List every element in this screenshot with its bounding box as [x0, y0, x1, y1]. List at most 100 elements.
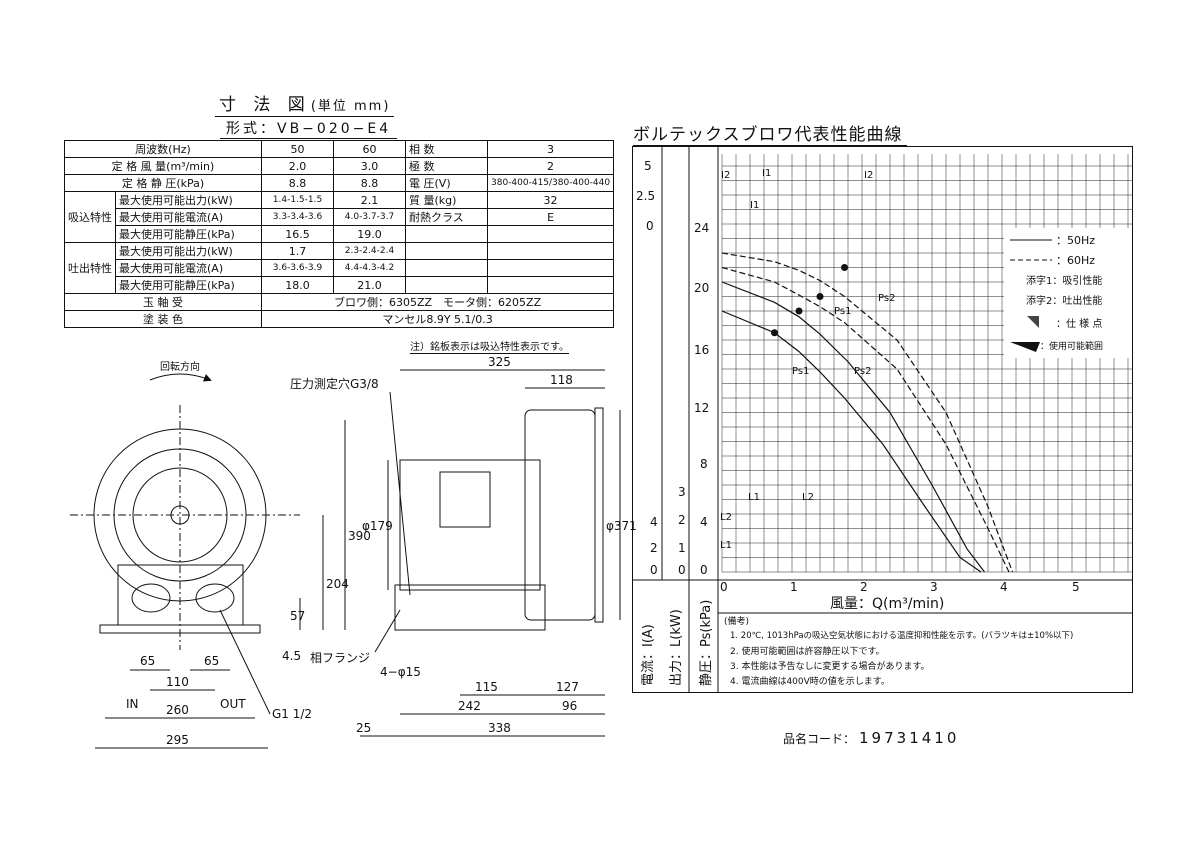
pressure-tick: 16: [694, 343, 709, 357]
dim-179: φ179: [362, 519, 393, 533]
inlet-port: [131, 583, 171, 613]
spec-label: 相 数: [405, 140, 488, 158]
pressure-tick: 20: [694, 281, 709, 295]
spec-value: 60: [333, 140, 406, 158]
dim-65a: 65: [140, 654, 155, 668]
note-1: 1. 20℃, 1013hPaの吸込空気状態における温度抑和性能を示す。(バラツ…: [730, 630, 1073, 641]
range-mark-icon: [1010, 342, 1040, 352]
product-code-label: 品名コード：: [783, 732, 856, 746]
dim-325: 325: [488, 355, 511, 369]
note-2: 2. 使用可能範囲は許容静圧以下です。: [730, 645, 885, 657]
spec-value: 380-400-415/380-400-440: [486, 174, 615, 192]
x-axis-label: 風量：Q(m³/min): [830, 596, 944, 612]
spec-point-marker: [816, 293, 824, 300]
chart-legend: ：50Hz ：60Hz 添字1：吸引性能 添字2：吐出性能 ：仕 様 点 ：使用…: [1004, 228, 1132, 358]
spec-label: 耐熱クラス: [405, 208, 488, 226]
motor-body: [399, 459, 541, 591]
spec-empty: [486, 276, 615, 294]
curve-label-ps2: Ps2: [854, 366, 871, 377]
spec-label: 最大使用可能静圧(kPa): [115, 225, 262, 243]
pressure-tick: 24: [694, 221, 709, 235]
spec-label: 定 格 風 量(m³/min): [64, 157, 262, 175]
power-tick: 1: [678, 541, 686, 555]
note-3: 3. 本性能は予告なしに変更する場合があります。: [730, 660, 930, 672]
spec-value: 16.5: [261, 225, 334, 243]
legend-range: ：使用可能範囲: [1040, 340, 1103, 352]
spec-empty: [486, 259, 615, 277]
current-tick: 0: [646, 219, 654, 233]
spec-value: 2.3-2.4-2.4: [333, 242, 406, 260]
rotation-arrow: [149, 373, 212, 382]
spec-value: 50: [261, 140, 334, 158]
pressure-tick: 4: [700, 515, 708, 529]
spec-label: 最大使用可能電流(A): [115, 259, 262, 277]
series-line-ps1: [721, 266, 1010, 573]
spec-label: 最大使用可能電流(A): [115, 208, 262, 226]
spec-label: 最大使用可能出力(kW): [115, 191, 262, 209]
dim-371: φ371: [606, 519, 637, 533]
chart-frame: [632, 146, 1133, 693]
dim-57: 57: [290, 609, 305, 623]
base-plate: [99, 624, 261, 634]
current-tick: 5: [644, 159, 652, 173]
current-axis-label: 電流：I(A): [641, 624, 656, 686]
drawing-title: 寸 法 図(単位 mm): [215, 90, 395, 117]
power-tick-alt: 4: [650, 515, 658, 529]
spec-value: 32: [486, 191, 615, 209]
pressure-tick: 0: [700, 563, 708, 577]
flange-label: 相フランジ: [310, 651, 370, 665]
series-line-ps1: [721, 310, 982, 573]
legend-box: [1004, 228, 1132, 358]
pressure-axis-label: 静圧：Ps(kPa): [699, 600, 714, 686]
spec-point-marker: [795, 307, 803, 315]
spec-label: 電 圧(V): [405, 174, 488, 192]
note-4: 4. 電流曲線は400V時の値を示します。: [730, 675, 890, 687]
spec-label: 塗 装 色: [64, 310, 262, 328]
spec-value: 3.3-3.4-3.6: [261, 208, 334, 226]
curve-label-i1: I1: [750, 200, 759, 211]
spec-value: ブロワ側：6305ZZ モータ側：6205ZZ: [260, 293, 615, 311]
spec-label: 最大使用可能静圧(kPa): [115, 276, 262, 294]
power-tick: 2: [678, 513, 686, 527]
spec-value: 18.0: [261, 276, 334, 294]
spec-label: 質 量(kg): [405, 191, 488, 209]
leader-flange: [374, 609, 401, 653]
chart-series: [721, 252, 1014, 573]
current-tick: 2.5: [636, 189, 655, 203]
curve-label-ps1: Ps1: [792, 366, 809, 377]
curve-label-i2: I2: [864, 170, 873, 181]
spec-value: 21.0: [333, 276, 406, 294]
legend-sub2: 添字2：吐出性能: [1026, 294, 1102, 307]
spec-value: 2: [486, 157, 615, 175]
curve-label-l2: L2: [720, 512, 732, 523]
spec-value: 3.6-3.6-3.9: [261, 259, 334, 277]
blower-flange: [594, 407, 604, 623]
dim-115: 115: [475, 680, 498, 694]
rotation-label: 回転方向: [160, 360, 200, 373]
spec-point-marker: [771, 329, 778, 337]
side-base: [394, 584, 546, 631]
curve-label-i2: I2: [721, 170, 730, 181]
spec-value: 3.0: [333, 157, 406, 175]
dim-295: 295: [166, 733, 189, 747]
blower-casing: [524, 409, 596, 621]
outlet-label: OUT: [220, 697, 246, 711]
dim-45: 4.5: [282, 649, 301, 663]
dimension-drawing: 回転方向 圧力測定穴G3/8 325 118 390 204 57 4.5 φ1…: [70, 355, 637, 749]
legend-50hz: ：50Hz: [1056, 234, 1095, 247]
curve-label-l1: L1: [720, 540, 732, 551]
product-code: 品名コード：19731410: [783, 729, 959, 747]
spec-label: 玉 軸 受: [64, 293, 262, 311]
x-tick: 5: [1072, 580, 1080, 594]
spec-empty: [486, 242, 615, 260]
nameplate-note: 注）銘板表示は吸込特性表示です。: [410, 338, 569, 354]
dim-25: 25: [356, 721, 371, 735]
power-axis-label: 出力：L(kW): [669, 609, 684, 686]
terminal-box: [439, 471, 491, 528]
pressure-tick: 8: [700, 457, 708, 471]
dim-65b: 65: [204, 654, 219, 668]
